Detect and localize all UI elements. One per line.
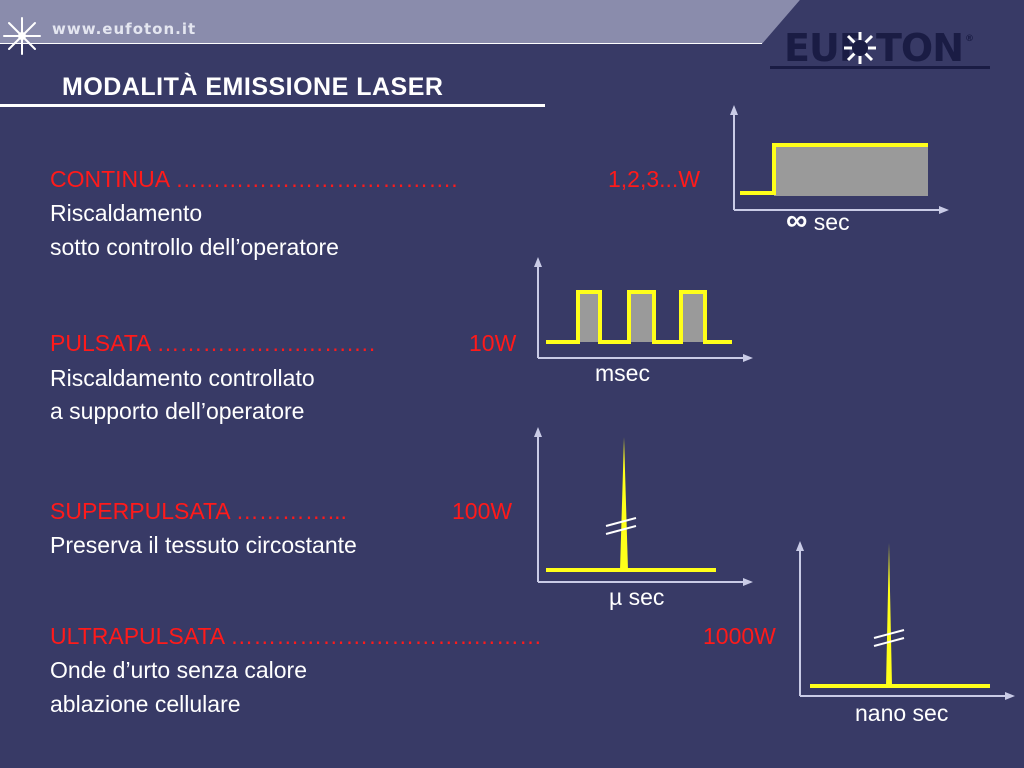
mode-description-1: Onde d’urto senza calore (50, 657, 307, 683)
mode-description-1: Riscaldamento controllato (50, 365, 315, 391)
pulsed-signal (546, 290, 732, 344)
mode-dots: …………………………..……… (230, 623, 542, 649)
mode-name: CONTINUA (50, 166, 169, 192)
mode-power: 100W (452, 498, 513, 524)
axis-break-2 (873, 637, 905, 647)
mode-name: ULTRAPULSATA (50, 623, 224, 649)
time-label-pulsed: msec (595, 360, 650, 386)
mode-description-2: a supporto dell’operatore (50, 398, 305, 424)
laser-star-icon (3, 17, 41, 55)
mode-name: PULSATA (50, 330, 151, 356)
mode-description-2: ablazione cellulare (50, 691, 241, 717)
axis-break-1 (873, 629, 905, 639)
spike-signal (620, 437, 628, 570)
mode-dots: …………... (235, 498, 347, 524)
logo-underline (770, 66, 990, 69)
pulse-fill-3 (681, 292, 705, 342)
mode-name: SUPERPULSATA (50, 498, 230, 524)
infinity-icon: ∞ (786, 204, 808, 237)
time-unit: sec (813, 209, 850, 235)
mode-continua-row: CONTINUA ………………………………. (50, 166, 458, 193)
pulsed-wave-diagram (534, 257, 753, 362)
time-label-continuous: ∞ sec (786, 204, 850, 238)
mode-power: 1,2,3...W (608, 166, 701, 192)
title-underline (0, 104, 545, 107)
mode-description-1: Riscaldamento (50, 200, 203, 226)
mode-pulsata-row: PULSATA ……………….…….… (50, 330, 376, 357)
logo-trademark: ® (965, 34, 974, 44)
mode-power: 1000W (703, 623, 776, 649)
mode-ultrapulsata-row: ULTRAPULSATA …………………………..……… (50, 623, 542, 650)
mode-description-1: Preserva il tessuto circostante (50, 532, 357, 558)
continuous-fill (774, 145, 928, 196)
page-title: MODALITÀ EMISSIONE LASER (62, 73, 444, 101)
pulse-fill-1 (578, 292, 600, 342)
mode-power: 10W (469, 330, 517, 356)
time-label-superpulsed: µ sec (609, 584, 665, 610)
mode-description-2: sotto controllo dell’operatore (50, 234, 339, 260)
continuous-signal (740, 143, 928, 195)
ultrapulsed-wave-diagram (796, 541, 1015, 700)
axis-break-2 (605, 525, 637, 535)
mode-dots: ……………….…….… (156, 330, 377, 356)
continuous-wave-diagram (730, 105, 949, 214)
website-url: www.eufoton.it (52, 20, 197, 38)
mode-dots: ………………………………. (175, 166, 458, 192)
superpulsed-wave-diagram (534, 427, 753, 586)
mode-superpulsata-row: SUPERPULSATA …………... (50, 498, 347, 525)
axis-break-1 (605, 517, 637, 527)
header-band (0, 0, 1024, 44)
spike-signal (886, 543, 892, 686)
pulse-fill-2 (629, 292, 654, 342)
logo-sun-icon (844, 32, 876, 64)
time-label-ultrapulsed: nano sec (855, 700, 949, 726)
